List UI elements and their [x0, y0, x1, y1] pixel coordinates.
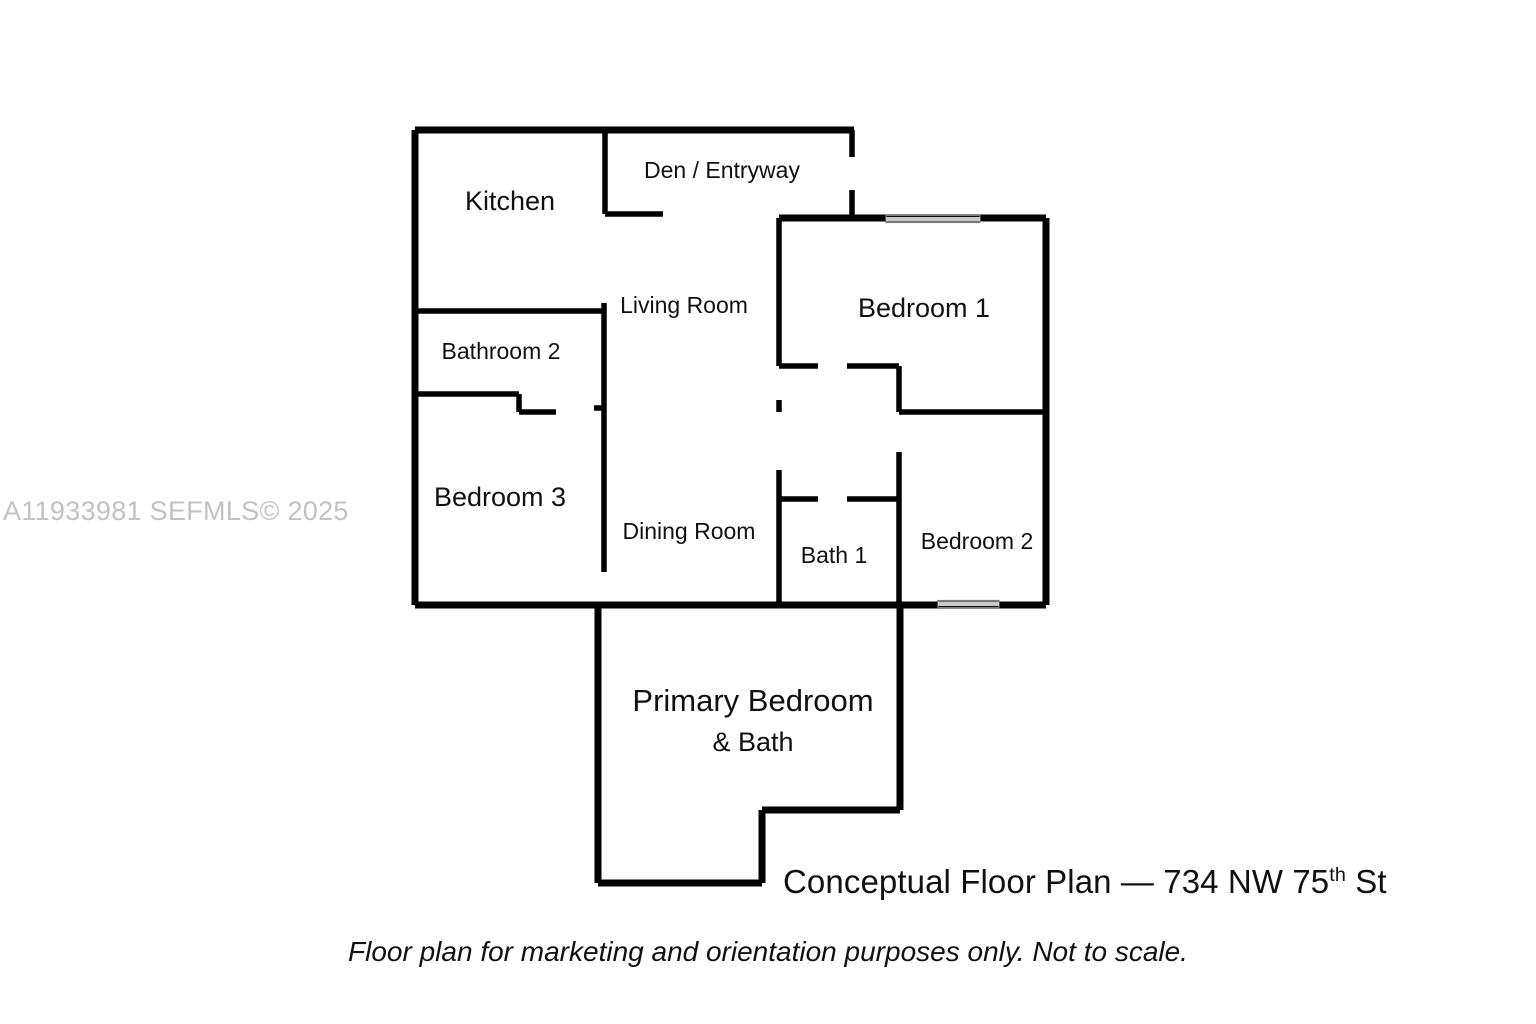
room-label-bedroom-3: Bedroom 3: [434, 482, 566, 512]
page-title-main: Conceptual Floor Plan — 734 NW 75: [783, 863, 1330, 900]
room-label-kitchen: Kitchen: [465, 186, 555, 216]
room-label-den-entryway: Den / Entryway: [644, 157, 800, 183]
room-label-primary-bath: & Bath: [712, 727, 793, 757]
room-label-bathroom-2: Bathroom 2: [442, 338, 561, 364]
room-label-bath-1: Bath 1: [801, 542, 868, 568]
windows-group: [885, 214, 1000, 609]
room-label-bedroom-1: Bedroom 1: [858, 293, 990, 323]
room-label-living-room: Living Room: [620, 292, 748, 318]
disclaimer-text: Floor plan for marketing and orientation…: [348, 936, 1188, 967]
room-label-bedroom-2: Bedroom 2: [921, 528, 1034, 554]
mls-watermark: A11933981 SEFMLS© 2025: [3, 496, 349, 526]
page-title-street-type: St: [1345, 863, 1387, 900]
page-title: Conceptual Floor Plan — 734 NW 75th St: [783, 863, 1387, 901]
room-label-dining-room: Dining Room: [623, 518, 756, 544]
page-title-ordinal-suffix: th: [1329, 864, 1346, 886]
interior-walls-group: [412, 130, 1046, 608]
room-label-primary-bedroom: Primary Bedroom: [632, 683, 873, 718]
